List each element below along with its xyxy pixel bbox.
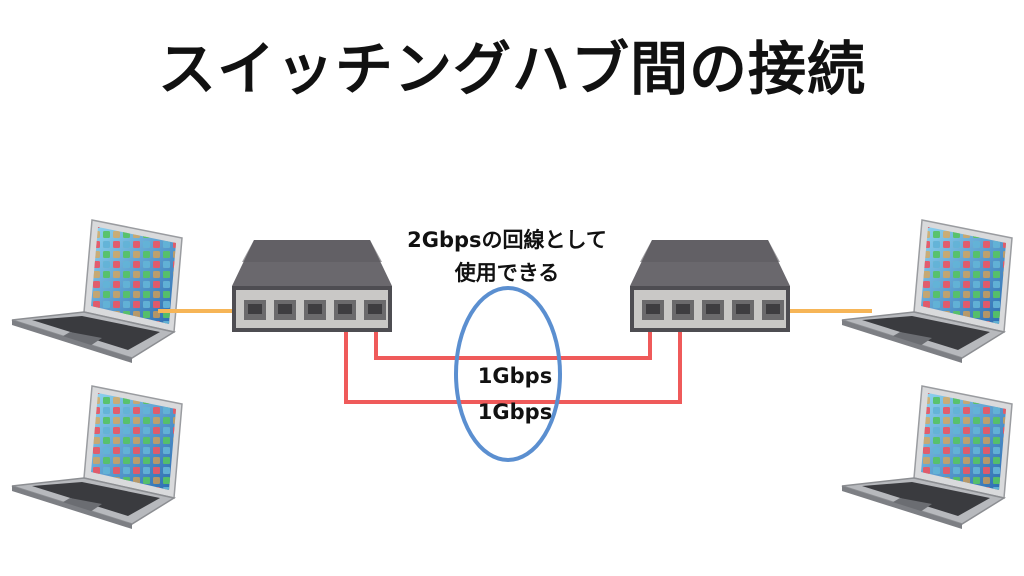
aggregation-note: 2Gbpsの回線として 使用できる [372,224,642,290]
bundle-highlight-ellipse [454,286,562,462]
switching-hub-left [232,240,392,332]
link-cable-inner [374,316,652,360]
laptop-top-left [11,219,183,364]
laptop-top-right [841,219,1013,364]
switching-hub-right [630,240,790,332]
laptop-bottom-right [841,385,1013,530]
aggregation-note-line1: 2Gbpsの回線として [407,228,607,252]
aggregation-note-line2: 使用できる [454,261,560,285]
laptop-bottom-left [11,385,183,530]
link-cable-outer [344,316,682,404]
link-speed-label: 1Gbps [477,364,553,388]
link-speed-label: 1Gbps [477,400,553,424]
page-title: スイッチングハブ間の接続 [157,35,866,103]
